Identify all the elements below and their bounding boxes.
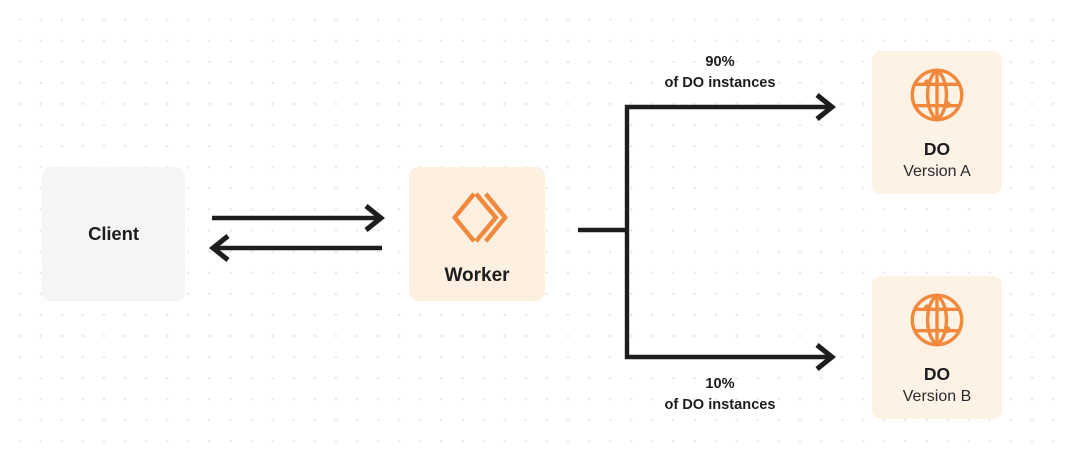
arrow-worker-to-do-a [625, 93, 837, 121]
node-do-version-a[interactable]: DO Version A [872, 51, 1002, 194]
edge-label-do-b-detail: of DO instances [664, 396, 776, 413]
globe-icon [906, 289, 968, 351]
node-worker-label: Worker [444, 265, 510, 286]
edge-label-do-b-percent: 10% [705, 376, 735, 392]
arrow-client-to-worker [212, 204, 386, 232]
node-do-b-label: DO [923, 364, 951, 384]
node-worker[interactable]: Worker [409, 167, 545, 301]
connector-worker-split [578, 105, 630, 359]
node-do-b-sublabel: Version B [902, 388, 972, 405]
edge-label-do-a-detail: of DO instances [664, 74, 776, 91]
node-do-a-sublabel: Version A [903, 163, 971, 180]
arrow-worker-to-do-b [625, 343, 837, 371]
node-do-a-label: DO [923, 139, 951, 159]
cloudflare-workers-icon [446, 187, 508, 249]
edge-label-do-a-percent: 90% [705, 54, 735, 70]
node-client-label: Client [88, 223, 139, 244]
node-do-version-b[interactable]: DO Version B [872, 276, 1002, 419]
arrow-worker-to-client [208, 234, 382, 262]
globe-icon [906, 64, 968, 126]
edge-label-do-b: 10% of DO instances [612, 374, 828, 415]
edge-label-do-a: 90% of DO instances [612, 52, 828, 93]
node-client[interactable]: Client [42, 167, 185, 301]
